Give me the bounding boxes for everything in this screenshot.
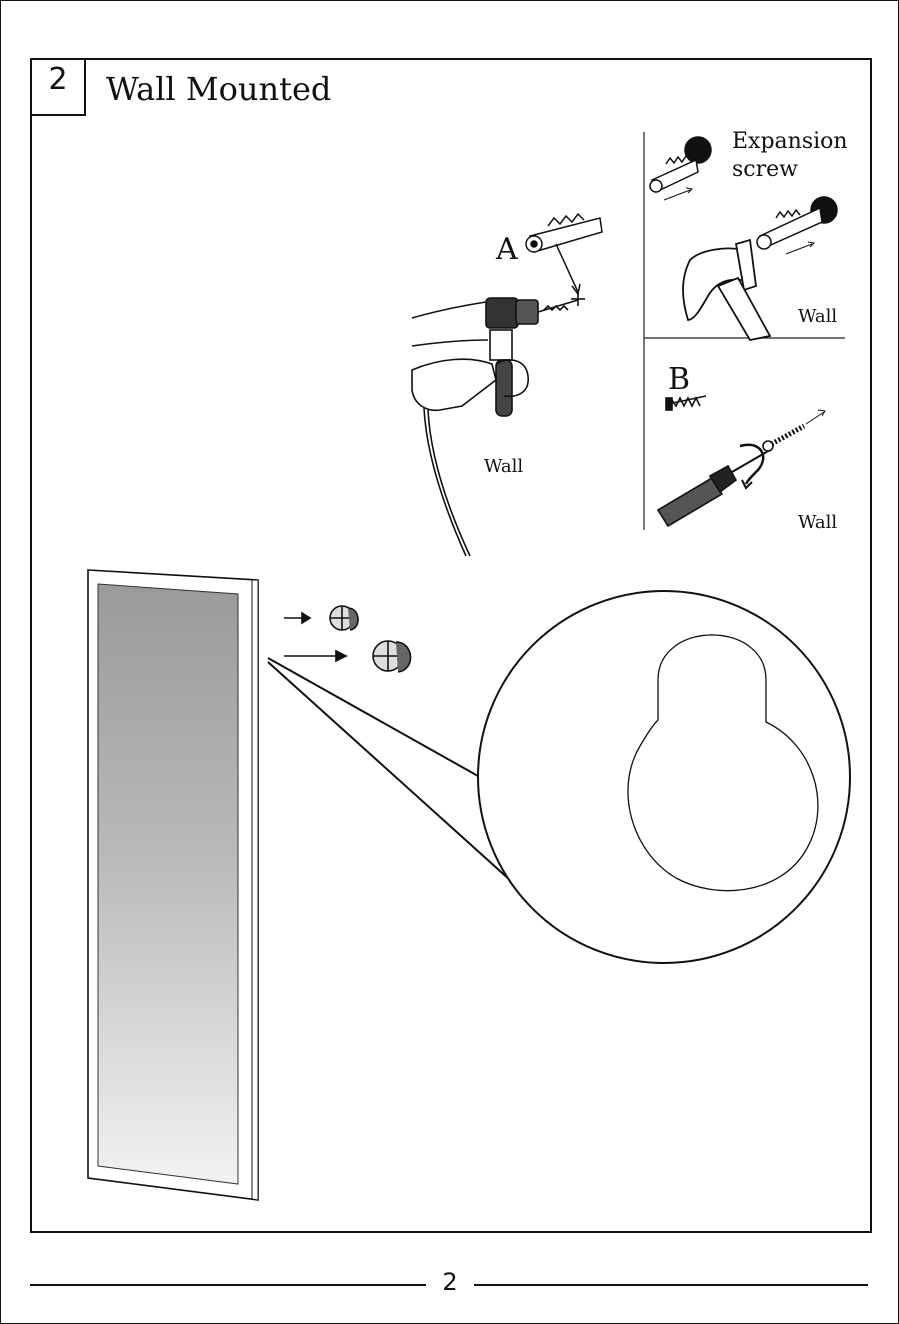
- wall-label-a: Wall: [484, 456, 523, 477]
- drill-illustration: [412, 292, 585, 556]
- expansion-anchor-a: [526, 214, 602, 294]
- option-b-label: B: [668, 362, 690, 397]
- option-a-label: A: [496, 232, 518, 267]
- keyhole-detail: [478, 591, 850, 963]
- callout-lines: [268, 658, 510, 880]
- wall-label-expansion: Wall: [798, 306, 837, 327]
- wall-label-b: Wall: [798, 512, 837, 533]
- footer-rule-right: [474, 1284, 868, 1286]
- hanger-buttons: [284, 606, 411, 672]
- page-number: 2: [430, 1268, 470, 1296]
- screwdriver-illustration: [658, 396, 825, 526]
- footer-rule-left: [30, 1284, 426, 1286]
- expansion-screw-label: Expansion screw: [732, 128, 852, 184]
- mirror-illustration: [88, 570, 258, 1200]
- hammer-illustration: [683, 240, 770, 340]
